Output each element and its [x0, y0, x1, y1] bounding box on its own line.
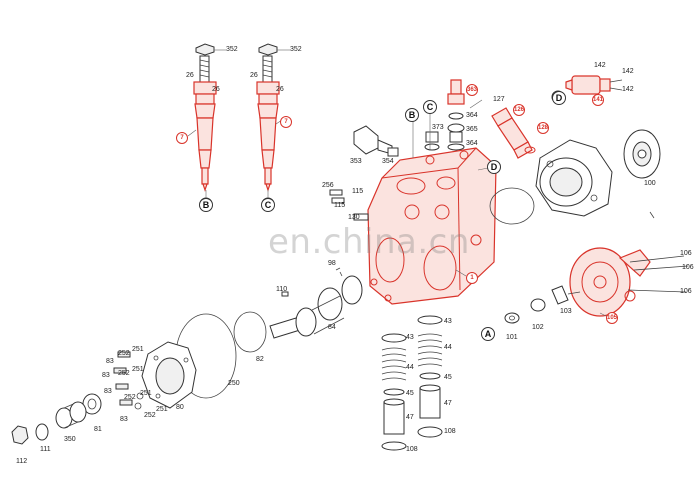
o-ring-large [489, 187, 535, 225]
drive-housing [535, 139, 613, 217]
label-105: 105 [606, 312, 618, 324]
view-label-d-housing: D [487, 160, 501, 174]
label-106-b: 106 [682, 264, 694, 271]
plunger-left [381, 333, 407, 451]
injector-c [256, 43, 280, 211]
label-251-c: 251 [140, 390, 152, 397]
label-26-c2: 26 [276, 86, 284, 93]
camshaft-84 [269, 267, 363, 339]
label-251-a: 251 [132, 346, 144, 353]
label-115-b: 115 [334, 202, 346, 209]
label-101: 101 [506, 334, 518, 341]
label-252-b: 252 [118, 370, 130, 377]
label-251-b: 251 [132, 366, 144, 373]
fitting-353 [353, 125, 399, 157]
sleeve-350 [55, 401, 87, 429]
label-98: 98 [328, 260, 336, 267]
label-373: 373 [432, 124, 444, 131]
label-47-right: 47 [444, 400, 452, 407]
label-44-right: 44 [444, 344, 452, 351]
view-label-c-injector: C [261, 198, 275, 212]
flange-80 [141, 341, 197, 409]
label-26-b1: 26 [186, 72, 194, 79]
label-83-d: 83 [120, 416, 128, 423]
label-128: 128 [537, 122, 549, 134]
label-1: 1 [466, 272, 478, 284]
seal-81-inner [87, 398, 97, 410]
label-106-a: 106 [680, 250, 692, 257]
label-103: 103 [560, 308, 572, 315]
label-112: 112 [16, 458, 28, 465]
label-111: 111 [40, 446, 51, 453]
label-44-left: 44 [406, 364, 414, 371]
label-352-b: 352 [226, 46, 238, 53]
label-83-b: 83 [102, 372, 110, 379]
view-label-d-sensor: D [552, 91, 566, 105]
label-81: 81 [94, 426, 102, 433]
view-label-c-housing: C [423, 100, 437, 114]
screws-left [113, 351, 144, 410]
label-26-c1: 26 [250, 72, 258, 79]
long-bolt-mid [633, 265, 689, 271]
cover-100 [623, 129, 661, 179]
label-45-right: 45 [444, 374, 452, 381]
view-label-a: A [481, 327, 495, 341]
label-45-left: 45 [406, 390, 414, 397]
label-108-right: 108 [444, 428, 456, 435]
label-115-a: 115 [352, 188, 364, 195]
view-label-b-injector: B [199, 198, 213, 212]
label-7-c: 7 [280, 116, 292, 128]
label-7-b: 7 [176, 132, 188, 144]
label-353: 353 [350, 158, 362, 165]
label-364-top: 364 [466, 112, 478, 119]
label-110: 110 [276, 286, 288, 293]
solenoid-126 [491, 107, 536, 159]
label-252-d: 252 [144, 412, 156, 419]
label-127: 127 [493, 96, 505, 103]
label-126: 126 [513, 104, 525, 116]
washer-111 [35, 423, 49, 441]
label-43-right: 43 [444, 318, 452, 325]
label-142-b: 142 [622, 68, 634, 75]
label-354: 354 [382, 158, 394, 165]
label-350: 350 [64, 436, 76, 443]
label-365: 365 [466, 126, 478, 133]
label-80: 80 [176, 404, 184, 411]
view-label-b-housing: B [405, 108, 419, 122]
label-252-a: 252 [118, 350, 130, 357]
long-bolt-lower [627, 289, 687, 293]
label-364-bottom: 364 [466, 140, 478, 147]
label-352-c: 352 [290, 46, 302, 53]
label-130: 130 [348, 214, 360, 221]
label-43-left: 43 [406, 334, 414, 341]
label-252-c: 252 [124, 394, 136, 401]
label-100: 100 [644, 180, 656, 187]
nut-112 [11, 425, 29, 445]
label-83-a: 83 [106, 358, 114, 365]
feed-pump-105 [569, 247, 651, 317]
label-47-left: 47 [406, 414, 414, 421]
o-ring-82 [233, 311, 267, 353]
bolts-115 [329, 189, 369, 221]
long-bolt-upper [629, 255, 685, 263]
label-102: 102 [532, 324, 544, 331]
label-250: 250 [228, 380, 240, 387]
label-141: 141 [592, 94, 604, 106]
injector-b [193, 43, 217, 211]
label-251-d: 251 [156, 406, 168, 413]
label-256: 256 [322, 182, 334, 189]
label-83-c: 83 [104, 388, 112, 395]
label-26-b2: 26 [212, 86, 220, 93]
label-82: 82 [256, 356, 264, 363]
label-106-c: 106 [680, 288, 692, 295]
label-84: 84 [328, 324, 336, 331]
label-363: 363 [466, 84, 478, 96]
label-108-left: 108 [406, 446, 418, 453]
clip-part [649, 211, 655, 219]
valve-stack [424, 79, 465, 151]
label-142-c: 142 [622, 86, 634, 93]
label-142-a: 142 [594, 62, 606, 69]
plunger-right [417, 315, 443, 438]
